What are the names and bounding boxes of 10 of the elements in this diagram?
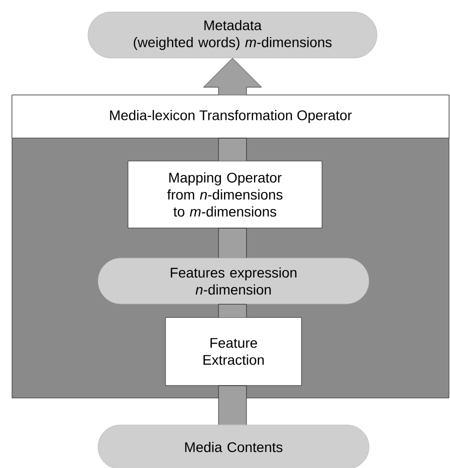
connector-bar — [218, 228, 247, 258]
connector-bar — [218, 138, 247, 161]
rounded-box: Metadata (weighted words) m-dimensions — [88, 12, 378, 58]
connector-bar — [218, 386, 247, 425]
rounded-box: Features expression n-dimension — [98, 258, 370, 304]
arrow — [203, 58, 262, 95]
connector-bar — [218, 304, 247, 318]
process-box: Feature Extraction — [165, 317, 302, 386]
rounded-box: Media Contents — [98, 424, 370, 468]
process-box: Mapping Operator from n-dimensions to m-dimensions — [128, 160, 322, 228]
